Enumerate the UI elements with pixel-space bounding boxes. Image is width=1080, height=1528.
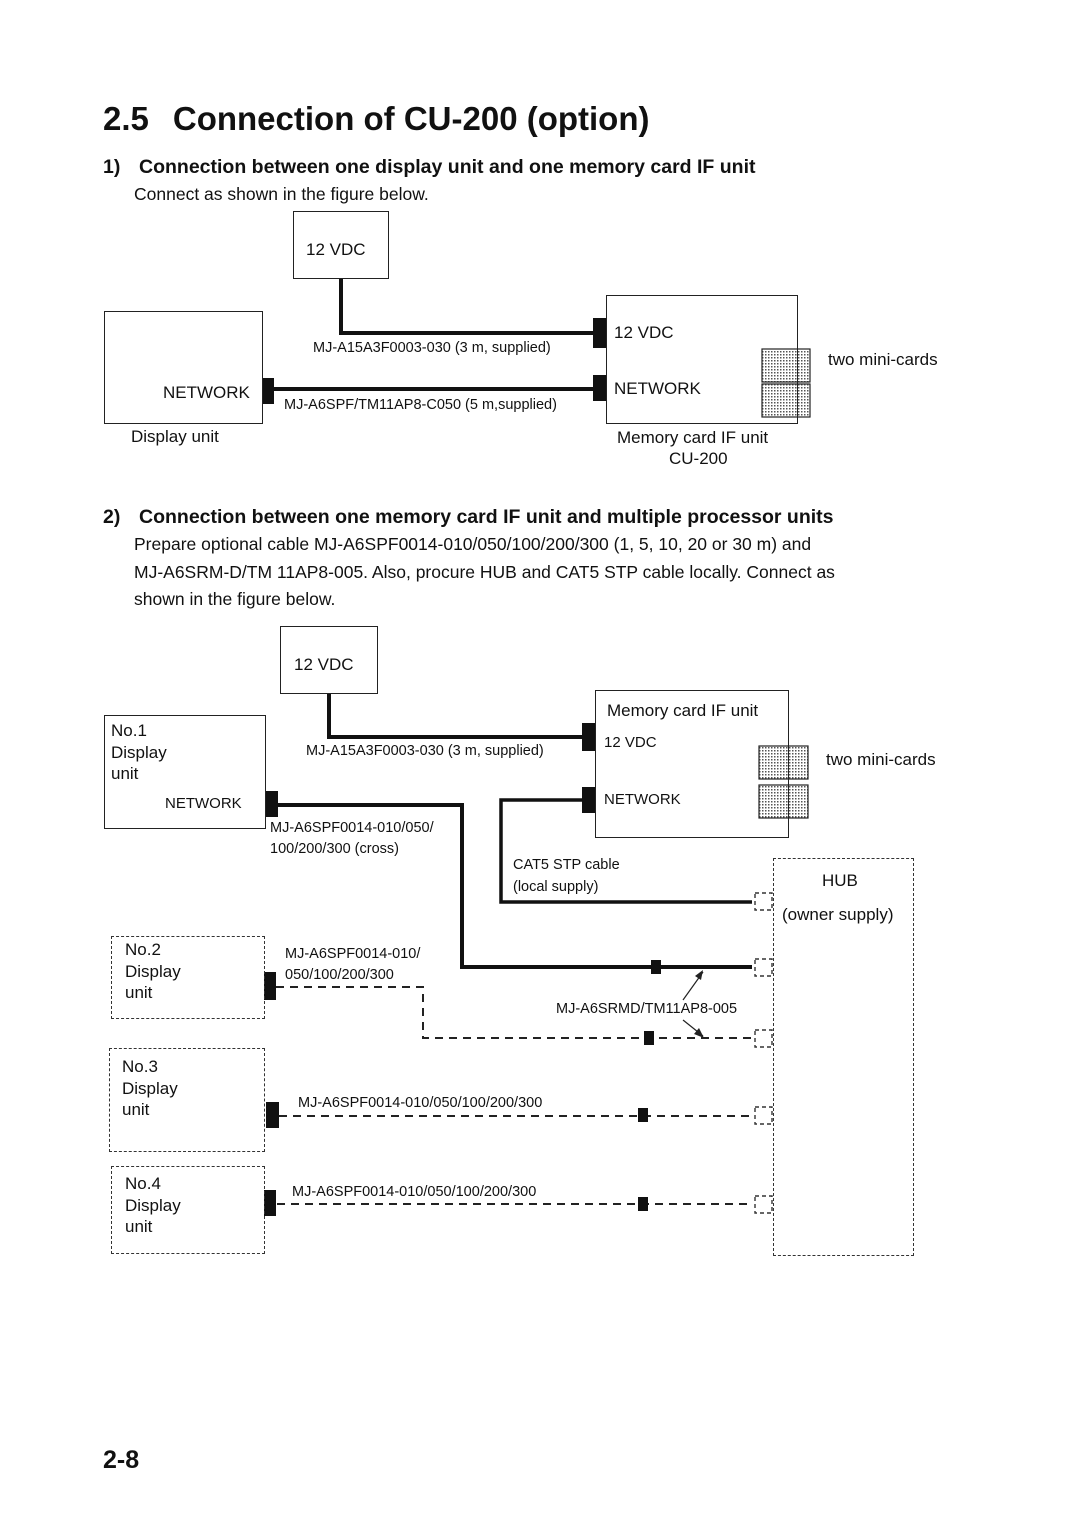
cat5-cable-label-2: (local supply) bbox=[513, 879, 599, 895]
subsection-1-number: 1) bbox=[103, 156, 121, 178]
mini-cards-label-2: two mini-cards bbox=[826, 750, 936, 769]
section-heading: 2.5 Connection of CU-200 (option) bbox=[103, 100, 650, 138]
srmd-cable-label: MJ-A6SRMD/TM11AP8-005 bbox=[556, 1001, 738, 1017]
power-supply-box-2: 12 VDC bbox=[280, 626, 378, 694]
cable-2-label-2: 050/100/200/300 bbox=[285, 967, 394, 983]
display-unit-box: NETWORK bbox=[104, 311, 263, 424]
hub-owner-supply-label: (owner supply) bbox=[782, 905, 894, 924]
display-unit-4-label: No.4 Display unit bbox=[125, 1173, 181, 1238]
cross-cable-label-2: 100/200/300 (cross) bbox=[270, 841, 399, 857]
intro-line: MJ-A6SRM-D/TM 11AP8-005. Also, procure H… bbox=[134, 561, 835, 582]
intro-line: Prepare optional cable MJ-A6SPF0014-010/… bbox=[134, 534, 812, 554]
mcu-title-2: Memory card IF unit bbox=[607, 701, 759, 720]
subsection-2-intro: Prepare optional cable MJ-A6SPF0014-010/… bbox=[134, 531, 835, 614]
mcu-12vdc-label-1: 12 VDC bbox=[614, 323, 674, 342]
display-unit-3-line3: unit bbox=[122, 1100, 150, 1119]
display-unit-3-line2: Display bbox=[122, 1078, 178, 1098]
display-unit-2-box: No.2 Display unit bbox=[111, 936, 265, 1019]
display-unit-1-line3: unit bbox=[111, 764, 139, 783]
power-supply-label-2: 12 VDC bbox=[294, 655, 354, 674]
display-unit-4-box: No.4 Display unit bbox=[111, 1166, 265, 1254]
display-unit-1-number: No.1 bbox=[111, 721, 147, 740]
display-unit-1-network-label: NETWORK bbox=[165, 795, 242, 812]
page-number: 2-8 bbox=[103, 1446, 140, 1474]
display-network-label: NETWORK bbox=[163, 383, 250, 402]
cable-3-label: MJ-A6SPF0014-010/050/100/200/300 bbox=[298, 1095, 543, 1111]
hub-box: HUB (owner supply) bbox=[773, 858, 914, 1256]
mcu-caption-2: CU-200 bbox=[669, 449, 728, 468]
subsection-1-title: Connection between one display unit and … bbox=[139, 156, 756, 178]
cable-2-label-1: MJ-A6SPF0014-010/ bbox=[285, 946, 421, 962]
display-unit-2-line2: Display bbox=[125, 961, 181, 981]
display-unit-2-label: No.2 Display unit bbox=[125, 939, 181, 1004]
display-unit-3-number: No.3 bbox=[122, 1057, 158, 1076]
display-unit-1-box: No.1 Display unit NETWORK bbox=[104, 715, 266, 829]
mcu-network-label-2: NETWORK bbox=[604, 791, 681, 808]
section-title: Connection of CU-200 (option) bbox=[172, 100, 650, 137]
cat5-cable-label-1: CAT5 STP cable bbox=[513, 857, 620, 873]
display-unit-3-label: No.3 Display unit bbox=[122, 1056, 178, 1121]
subsection-1-intro: Connect as shown in the figure below. bbox=[134, 184, 429, 204]
display-unit-1-line2: Display bbox=[111, 742, 167, 762]
subsection-2-heading: 2) Connection between one memory card IF … bbox=[103, 506, 834, 529]
network-cable-label-1: MJ-A6SPF/TM11AP8-C050 (5 m,supplied) bbox=[284, 397, 557, 413]
section-number: 2.5 bbox=[103, 100, 149, 137]
mcu-network-label-1: NETWORK bbox=[614, 379, 701, 398]
power-cable-label-1: MJ-A15A3F0003-030 (3 m, supplied) bbox=[313, 340, 551, 356]
mcu-12vdc-label-2: 12 VDC bbox=[604, 734, 657, 751]
subsection-2-number: 2) bbox=[103, 506, 121, 528]
power-cable-label-2: MJ-A15A3F0003-030 (3 m, supplied) bbox=[306, 743, 544, 759]
memory-card-if-unit-box-1: 12 VDC NETWORK bbox=[606, 295, 798, 424]
display-unit-4-line3: unit bbox=[125, 1217, 153, 1236]
subsection-1-heading: 1) Connection between one display unit an… bbox=[103, 156, 756, 179]
mcu-caption-1: Memory card IF unit bbox=[617, 428, 769, 447]
cross-cable-label-1: MJ-A6SPF0014-010/050/ bbox=[270, 820, 434, 836]
power-supply-label-1: 12 VDC bbox=[306, 240, 366, 259]
display-unit-4-line2: Display bbox=[125, 1195, 181, 1215]
cable-4-label: MJ-A6SPF0014-010/050/100/200/300 bbox=[292, 1184, 537, 1200]
display-unit-3-box: No.3 Display unit bbox=[109, 1048, 265, 1152]
hub-label: HUB bbox=[822, 871, 858, 890]
display-unit-2-line3: unit bbox=[125, 983, 153, 1002]
memory-card-if-unit-box-2: Memory card IF unit 12 VDC NETWORK bbox=[595, 690, 789, 838]
mini-cards-label-1: two mini-cards bbox=[828, 350, 938, 369]
intro-line: shown in the figure below. bbox=[134, 589, 336, 609]
subsection-2-title: Connection between one memory card IF un… bbox=[139, 506, 834, 528]
display-unit-caption: Display unit bbox=[131, 427, 219, 446]
display-unit-4-number: No.4 bbox=[125, 1174, 161, 1193]
display-unit-2-number: No.2 bbox=[125, 940, 161, 959]
power-supply-box-1: 12 VDC bbox=[293, 211, 389, 279]
display-unit-1-label: No.1 Display unit bbox=[111, 720, 167, 785]
